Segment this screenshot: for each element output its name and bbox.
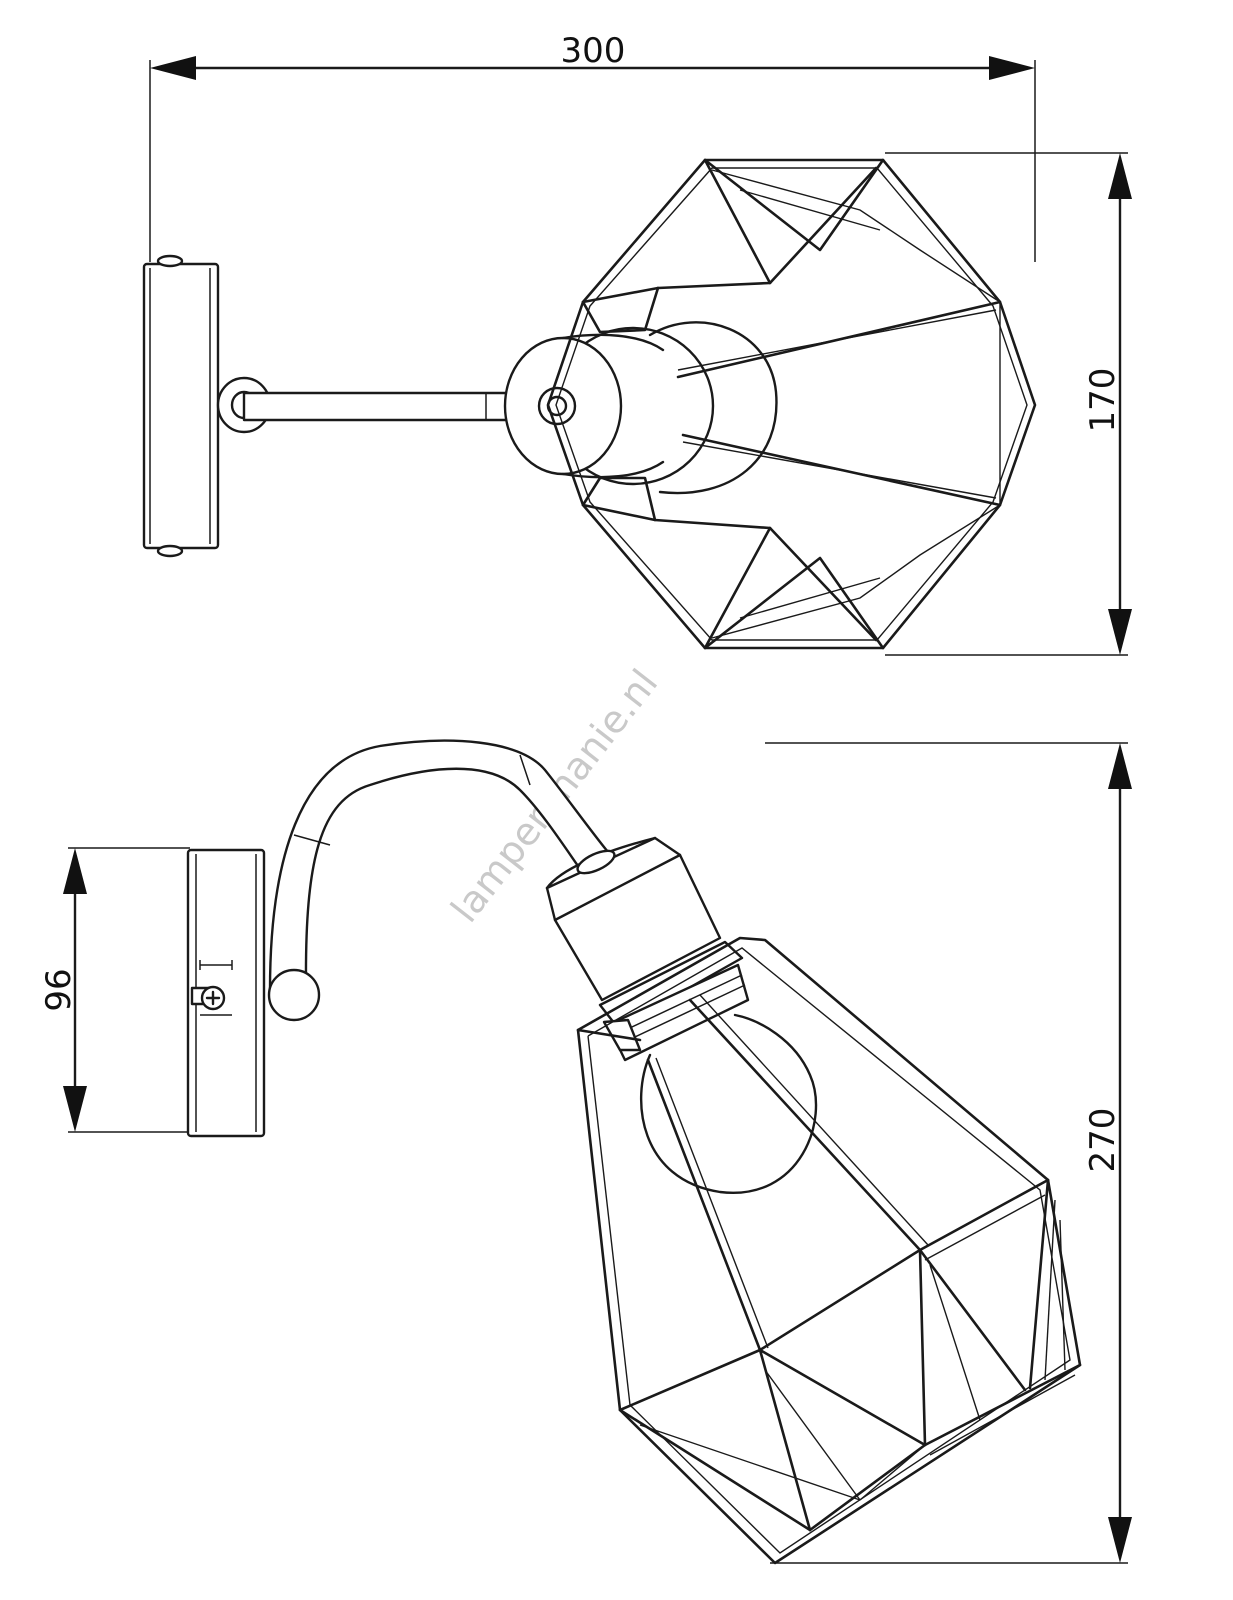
dimension-side-plate: 96 <box>39 847 190 1133</box>
wall-plate-top <box>142 254 220 558</box>
socket-top <box>503 326 715 486</box>
dimension-label-96: 96 <box>39 968 79 1011</box>
dimension-label-170: 170 <box>1083 368 1123 433</box>
dimension-label-270: 270 <box>1083 1108 1123 1173</box>
wall-plate-side <box>186 848 266 1138</box>
top-view: 300 170 <box>142 31 1132 656</box>
cage-top <box>546 158 1037 650</box>
dimension-top-height: 170 <box>885 152 1132 656</box>
side-view: 96 270 <box>39 739 1132 1565</box>
bulb-side <box>639 1013 818 1195</box>
socket-side <box>545 836 750 1062</box>
cage-side <box>576 936 1082 1565</box>
bulb-top <box>648 321 778 495</box>
dimension-side-height: 270 <box>765 742 1132 1564</box>
dimension-label-300: 300 <box>561 31 626 71</box>
dimension-top-width: 300 <box>149 31 1036 262</box>
